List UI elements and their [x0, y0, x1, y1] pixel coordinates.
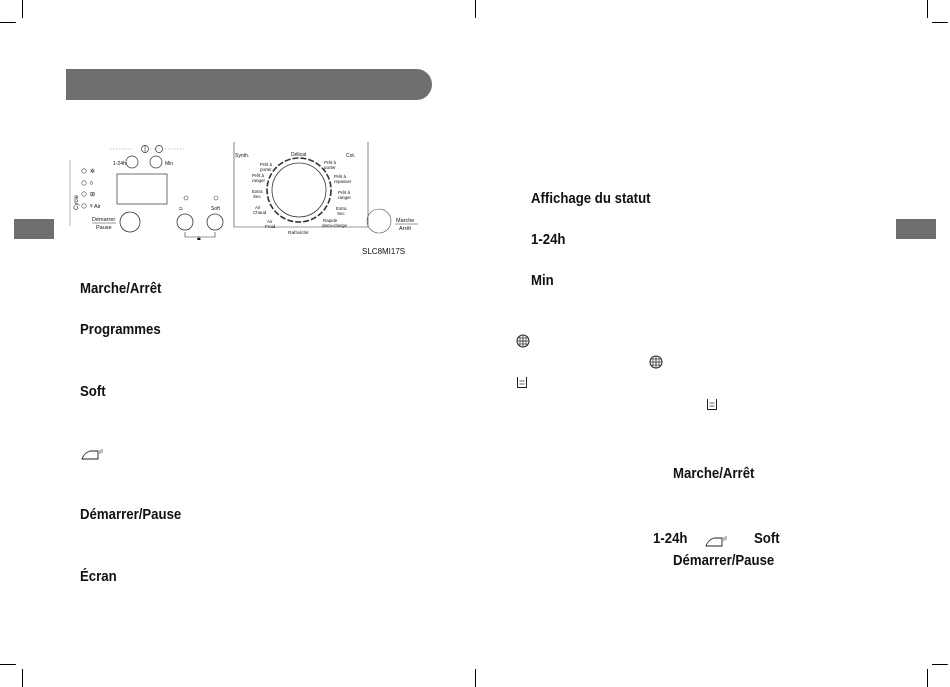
button-1-24h[interactable]: [125, 155, 139, 169]
dial-cot-label: Cot.: [346, 153, 355, 159]
fan-icon: ᵠ: [90, 204, 93, 210]
program-dial[interactable]: [271, 162, 327, 218]
dial-label: porter: [260, 167, 272, 172]
crop-mark: [475, 669, 476, 687]
crop-mark: [927, 0, 928, 18]
soft-button[interactable]: [206, 213, 224, 231]
iron-icon: [81, 449, 103, 460]
inline-demarrer-pause: Démarrer/Pause: [673, 552, 775, 569]
grid-circle-icon: [649, 355, 663, 369]
water-tank-icon: [517, 377, 527, 388]
lock-icon: 🔒︎: [197, 235, 201, 242]
control-panel-diagram: Cycle ✲ ◊ ⊞ ᵠ Air 1-24h Min Démarrer Pau…: [66, 130, 432, 260]
dial-label: Prêt à: [252, 173, 265, 178]
dial-label: porter: [324, 165, 336, 170]
start-pause-button[interactable]: [119, 211, 141, 233]
crop-mark: [927, 669, 928, 687]
heading-soft: Soft: [80, 383, 106, 400]
drop-icon: ◊: [90, 180, 93, 187]
dial-label: Prêt à: [334, 174, 347, 179]
dial-label: Sec: [337, 211, 346, 216]
section-header-bar: [66, 69, 432, 100]
clock-icon: [155, 145, 163, 153]
cycle-label: Cycle: [74, 194, 80, 210]
model-number: SLC8MI17S: [362, 247, 405, 256]
dial-label: Sec: [253, 194, 262, 199]
dial-delicat-label: Délicat: [291, 152, 307, 158]
heading-ecran: Écran: [80, 568, 117, 585]
sun-icon: ✲: [90, 168, 95, 175]
iron-icon: ⏢: [179, 206, 183, 212]
crop-mark: [0, 664, 16, 665]
button-1-24h-label: 1-24h: [113, 161, 126, 167]
onoff-bottom-label: Arrêt: [399, 226, 411, 232]
heading-1-24h: 1-24h: [531, 231, 566, 248]
button-min-label: Min: [165, 161, 173, 167]
dial-label: ranger: [252, 178, 266, 183]
dial-synth-label: Synth.: [235, 153, 249, 159]
dial-label: Rapide: [323, 218, 338, 223]
inline-soft: Soft: [754, 530, 780, 547]
crop-mark: [475, 0, 476, 18]
heading-affichage-statut: Affichage du statut: [531, 190, 651, 207]
crop-mark: [22, 0, 23, 18]
crop-mark: [932, 664, 948, 665]
start-pause-bottom-label: Pause: [96, 225, 112, 231]
grid-icon: ⊞: [90, 192, 95, 198]
dial-label: Extra: [252, 189, 263, 194]
dial-label: ranger: [338, 195, 352, 200]
left-edge-tab: [14, 219, 54, 239]
heading-marche-arret: Marche/Arrêt: [80, 280, 162, 297]
dial-label: repasser: [334, 179, 352, 184]
dial-label: Chaud: [253, 210, 267, 215]
inline-1-24h: 1-24h: [653, 530, 688, 547]
onoff-top-label: Marche: [396, 218, 414, 224]
onoff-button[interactable]: [366, 208, 392, 234]
crop-mark: [0, 22, 16, 23]
dial-label: demi-charge: [322, 223, 348, 228]
control-panel-svg: Cycle ✲ ◊ ⊞ ᵠ Air 1-24h Min Démarrer Pau…: [69, 142, 418, 256]
display-screen: [116, 173, 168, 205]
inline-marche-arret: Marche/Arrêt: [673, 465, 755, 482]
dial-label: Prêt à: [338, 190, 351, 195]
right-edge-tab: [896, 219, 936, 239]
iron-button[interactable]: [176, 213, 194, 231]
button-min[interactable]: [149, 155, 163, 169]
dial-label: Rafraîchir: [288, 230, 309, 236]
dial-label: Prêt à: [324, 160, 337, 165]
iron-icon: [705, 536, 727, 547]
heading-min: Min: [531, 272, 554, 289]
dial-label: Froid: [265, 224, 276, 229]
start-pause-top-label: Démarrer: [92, 217, 115, 223]
cycle-air-label: Air: [94, 204, 101, 210]
water-tank-icon: [707, 399, 717, 410]
dial-label: Air: [255, 205, 261, 210]
grid-circle-icon: [516, 334, 530, 348]
crop-mark: [22, 669, 23, 687]
dial-label: Air: [267, 219, 273, 224]
heading-programmes: Programmes: [80, 321, 161, 338]
heading-demarrer-pause: Démarrer/Pause: [80, 506, 182, 523]
dial-label: Prêt à: [260, 162, 273, 167]
crop-mark: [932, 22, 948, 23]
dial-label: Extra: [336, 206, 347, 211]
soft-icon-label: Soft: [211, 206, 221, 212]
program-dial-ring: [266, 157, 332, 223]
